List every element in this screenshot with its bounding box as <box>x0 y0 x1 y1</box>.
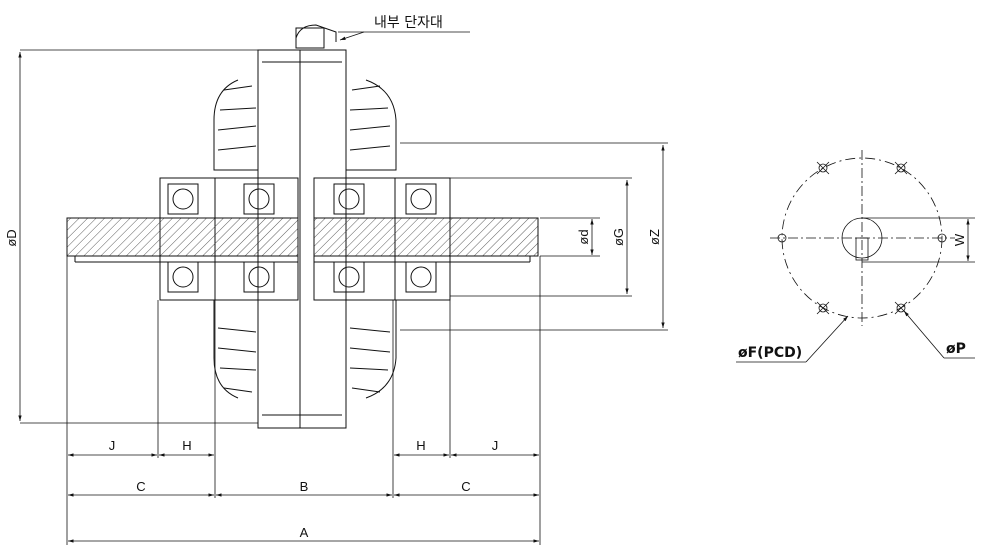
right-disc <box>346 79 397 399</box>
left-disc <box>213 79 258 399</box>
side-view <box>736 150 975 363</box>
bolt-holes <box>777 161 947 315</box>
label-H-right: H <box>416 438 425 453</box>
label-D: øD <box>4 229 19 246</box>
label-B: B <box>300 479 309 494</box>
label-pcd: øF(PCD) <box>738 345 802 361</box>
label-W: W <box>952 233 967 246</box>
label-J-left: J <box>109 438 116 453</box>
right-shaft <box>313 217 539 257</box>
label-C-left: C <box>136 479 145 494</box>
dimension-lines <box>18 31 665 543</box>
extension-lines <box>20 31 668 545</box>
label-d: ød <box>576 229 591 244</box>
label-hole: øP <box>946 341 966 357</box>
leader-hole <box>903 310 945 359</box>
label-Z: øZ <box>647 229 662 245</box>
bearings <box>167 183 437 293</box>
label-H-left: H <box>182 438 191 453</box>
label-J-right: J <box>492 438 499 453</box>
leader-pcd <box>805 315 849 363</box>
left-shaft <box>66 217 299 257</box>
label-C-right: C <box>461 479 470 494</box>
leader-terminal-box <box>339 31 365 41</box>
label-G: øG <box>611 228 626 246</box>
keyway <box>855 237 869 261</box>
label-A: A <box>300 525 309 540</box>
main-view <box>66 24 539 429</box>
label-terminal-box: 내부 단자대 <box>374 15 443 31</box>
